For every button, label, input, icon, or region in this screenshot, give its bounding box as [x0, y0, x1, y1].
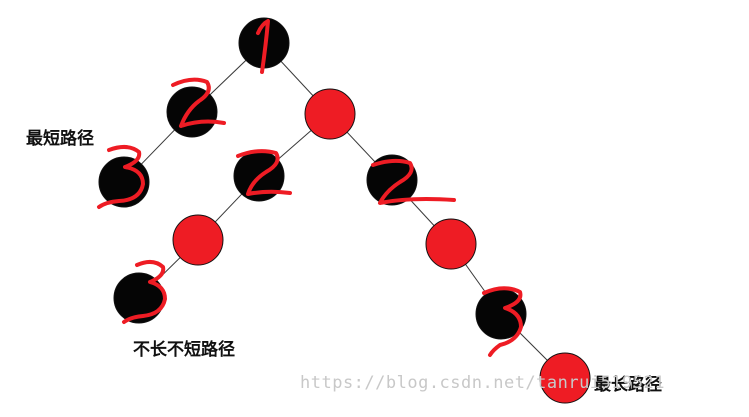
node-right-child-red	[304, 88, 356, 140]
scribble-2-right	[371, 158, 456, 205]
node-right-leaf-red-red	[539, 352, 591, 404]
watermark-text: https://blog.csdn.net/tanrui519521	[300, 373, 665, 393]
scribble-2-mid	[236, 149, 292, 196]
scribble-2-left	[171, 77, 226, 128]
node-right-red-red	[425, 218, 477, 270]
node-left-child-black	[166, 86, 218, 138]
node-right-black-black	[366, 154, 418, 206]
longest-path-label: 最长路径	[594, 375, 662, 395]
node-mid-red-red	[172, 214, 224, 266]
hand-drawn-numbers	[97, 19, 523, 357]
scribble-3-left	[97, 145, 145, 209]
scribble-1	[256, 19, 270, 74]
scribble-3-right	[482, 286, 523, 357]
middle-path-label: 不长不短路径	[133, 340, 235, 360]
scribble-3-mid	[122, 260, 167, 324]
shortest-path-label: 最短路径	[26, 129, 94, 149]
